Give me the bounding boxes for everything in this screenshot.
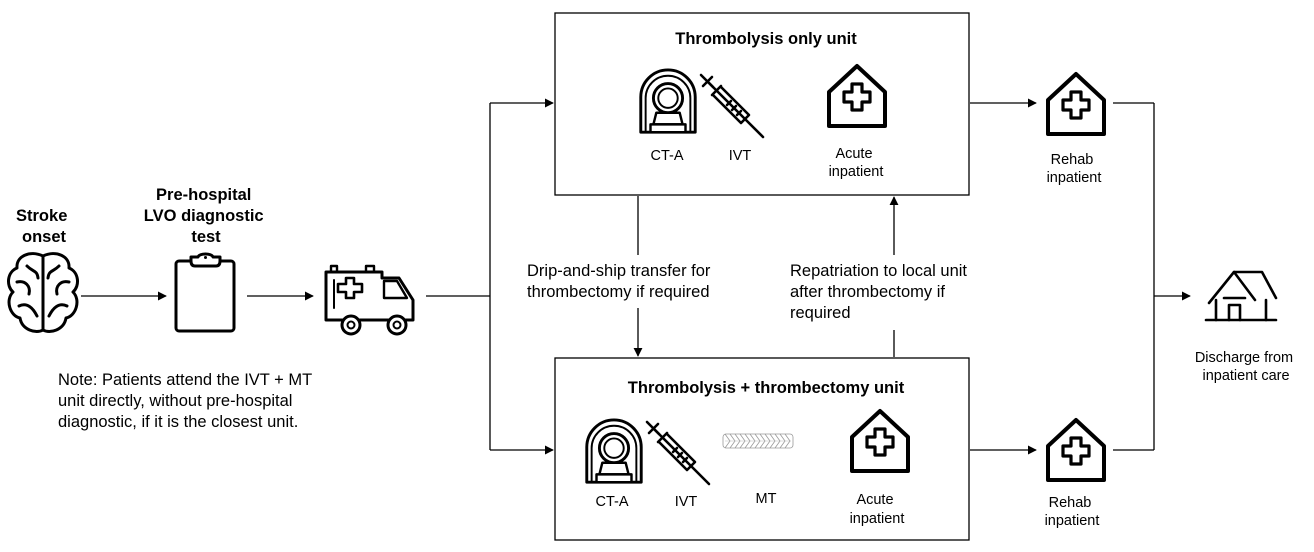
thrombectomy-unit-title: Thrombolysis + thrombectomy unit: [628, 379, 905, 397]
clipboard-icon: [174, 252, 236, 333]
drip-and-ship-label: Drip-and-ship transfer for thrombectomy …: [527, 262, 715, 301]
ct-a-label: CT-A: [650, 148, 683, 164]
ct-a-label: CT-A: [595, 494, 628, 510]
ct-scanner-icon: [639, 68, 697, 134]
note-text: Note: Patients attend the IVT + MT unit …: [58, 371, 317, 431]
mt-label: MT: [756, 491, 777, 507]
acute-inpatient-label: Acute inpatient: [829, 146, 884, 180]
repatriation-label: Repatriation to local unit after thrombe…: [790, 262, 972, 322]
pre-hospital-test-label: Pre-hospital LVO diagnostic test: [144, 186, 268, 246]
thrombolysis-only-unit-box: [554, 12, 970, 196]
stent-icon: [722, 433, 794, 449]
ivt-label: IVT: [729, 148, 752, 164]
hospital-icon: [1046, 418, 1106, 482]
home-icon: [1204, 270, 1278, 322]
hospital-icon: [1046, 72, 1106, 136]
rehab-bottom-label: Rehab inpatient: [1045, 495, 1100, 529]
ambulance-icon: [324, 264, 415, 336]
rehab-top-label: Rehab inpatient: [1047, 152, 1102, 186]
ivt-label: IVT: [675, 494, 698, 510]
ct-scanner-icon: [585, 418, 643, 484]
discharge-label: Discharge from inpatient care: [1195, 350, 1297, 384]
brain-icon: [7, 252, 79, 333]
thrombolysis-only-unit-title: Thrombolysis only unit: [675, 30, 857, 48]
acute-inpatient-label: Acute inpatient: [850, 492, 905, 527]
stroke-onset-label: Stroke onset: [16, 207, 72, 246]
